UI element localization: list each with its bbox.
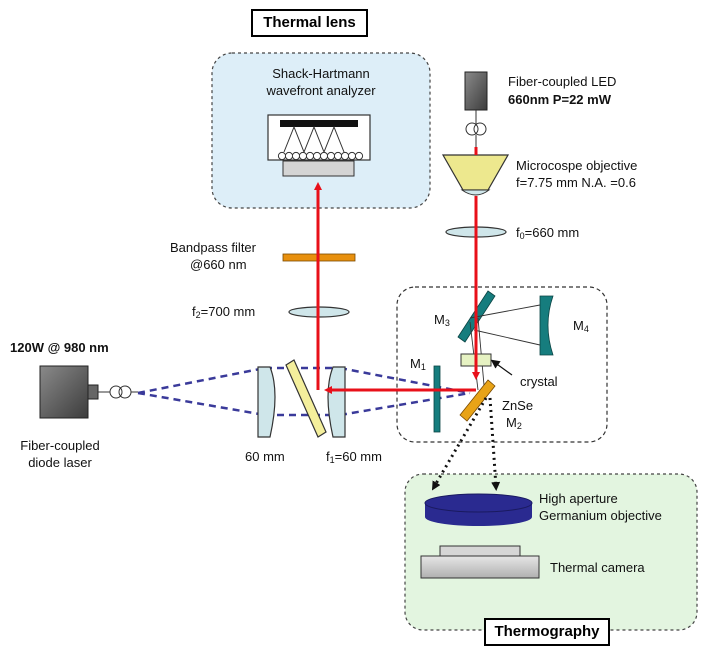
germanium-label-2: Germanium objective [539,508,662,523]
microscope-objective [441,154,510,196]
lens-f1 [327,366,346,438]
cavity-region [396,286,608,443]
led-label-1: Fiber-coupled LED [508,74,617,89]
mirror-m4-label: M4 [573,318,589,334]
bandpass-label-2: @660 nm [190,257,247,272]
lens-f2-label: f2=700 mm [192,304,256,320]
laser-label-1: Fiber-coupled [20,438,100,453]
mirror-m4 [539,295,554,356]
objective-label-1: Microcospe objective [516,158,638,173]
crystal-pointer [490,359,513,376]
thermal-radiation [431,397,501,491]
laser-power-label: 120W @ 980 nm [10,340,109,355]
mirror-m2-znse [459,379,496,422]
lens-60mm-label: 60 mm [245,449,285,464]
dichroic-plate [285,359,327,438]
mirror-m1-label: M1 [410,356,426,372]
crystal-label: crystal [520,374,558,389]
germanium-label-1: High aperture [539,491,618,506]
wavefront-label-1: Shack-Hartmann [272,66,370,81]
thermography-title: Thermography [484,618,610,646]
mirror-m3-label: M3 [434,312,450,328]
germanium-objective [424,493,533,526]
objective-label-2: f=7.75 mm N.A. =0.6 [516,175,636,190]
probe-beam [314,147,480,394]
diode-laser [39,365,138,419]
znse-label: ZnSe [502,398,534,413]
camera-label: Thermal camera [550,560,645,575]
mirror-m1 [433,365,441,433]
lens-f0-label: f0=660 mm [516,225,580,241]
mirror-m2-label: M2 [506,415,522,431]
laser-label-2: diode laser [28,455,92,470]
shack-hartmann-sensor [267,114,371,177]
led-label-2: 660nm P=22 mW [508,92,611,107]
thermal-lens-title: Thermal lens [251,9,368,37]
lens-f1-label: f1=60 mm [326,449,382,465]
thermal-camera [420,545,540,579]
bandpass-label-1: Bandpass filter [170,240,256,255]
lens-60mm [257,366,276,438]
led-source [464,71,488,147]
wavefront-label-2: wavefront analyzer [266,83,376,98]
